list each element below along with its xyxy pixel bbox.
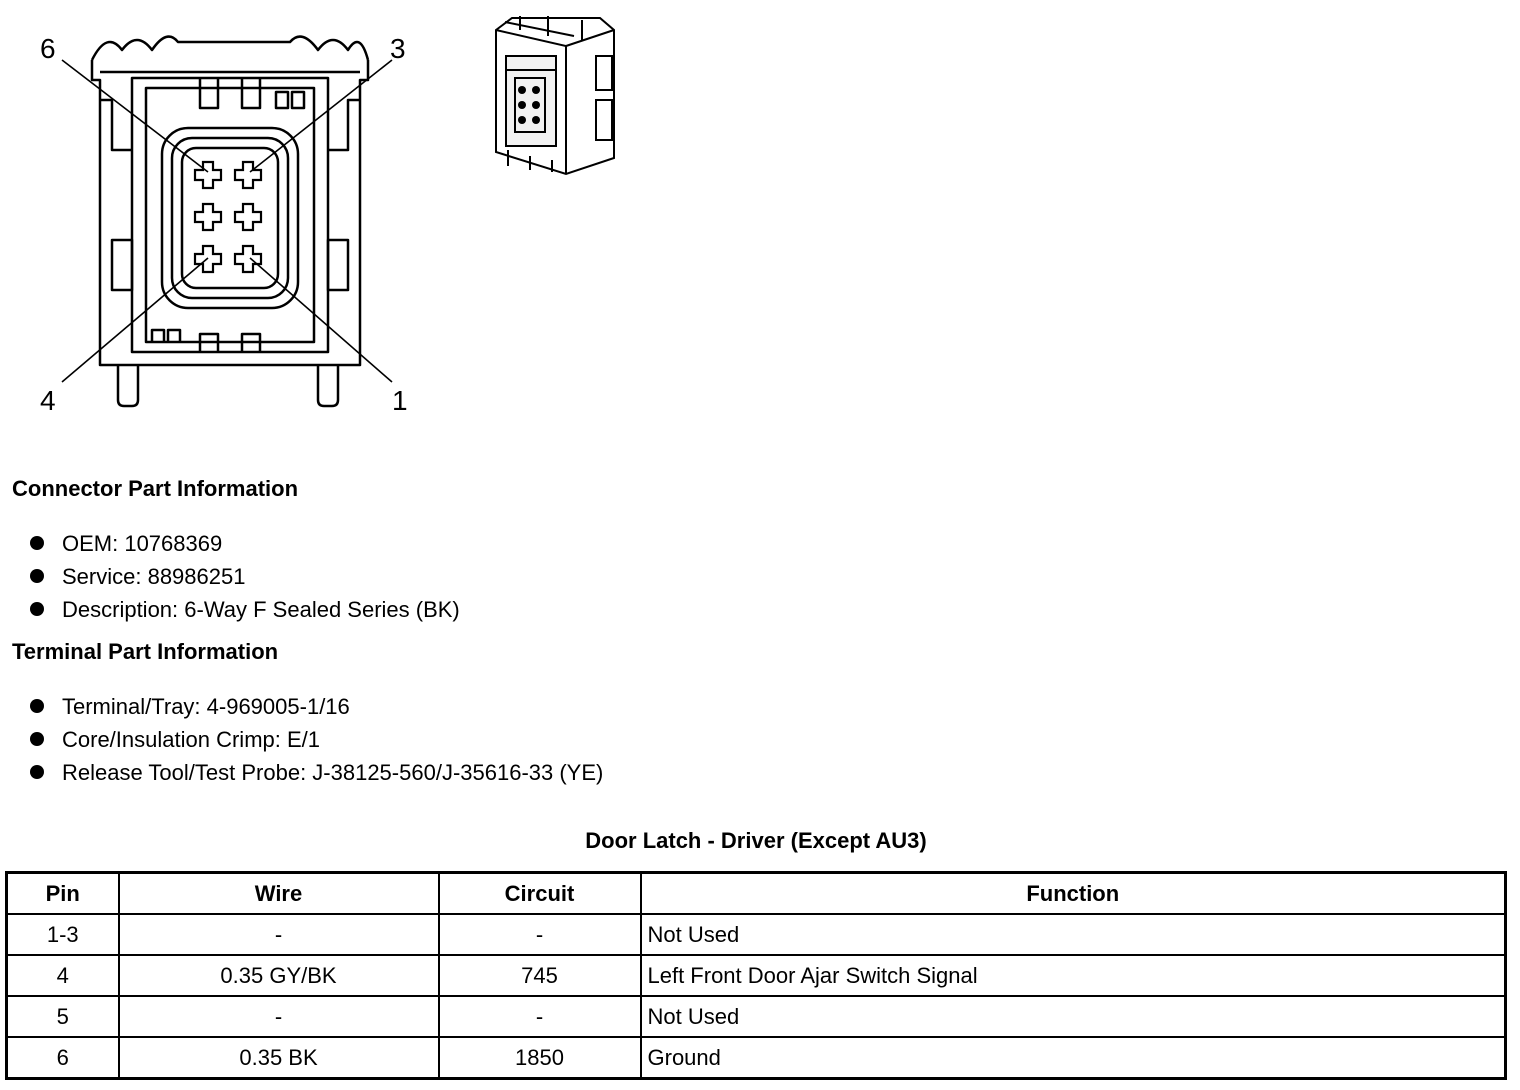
leader-line-6 xyxy=(61,59,209,173)
wire-cell: 0.35 GY/BK xyxy=(117,954,440,997)
terminal-part-info-list: Terminal/Tray: 4-969005-1/16 Core/Insula… xyxy=(28,690,603,789)
list-item: OEM: 10768369 xyxy=(28,527,460,560)
list-item-text: OEM: 10768369 xyxy=(62,531,223,556)
list-item-text: Release Tool/Test Probe: J-38125-560/J-3… xyxy=(62,760,604,785)
bullet-icon xyxy=(30,732,44,746)
pin-cell: 4 xyxy=(5,954,120,997)
leader-line-1 xyxy=(249,257,393,383)
table-row: 5 - - Not Used xyxy=(5,995,1507,1038)
function-cell: Not Used xyxy=(639,995,1507,1038)
pin-callout-1: 1 xyxy=(392,385,408,416)
connector-part-info-heading: Connector Part Information xyxy=(12,476,299,501)
list-item: Description: 6-Way F Sealed Series (BK) xyxy=(28,593,460,626)
list-item: Service: 88986251 xyxy=(28,560,460,593)
pin-callout-6: 6 xyxy=(40,33,56,64)
pin-callout-4: 4 xyxy=(40,385,56,416)
cavity-1 xyxy=(233,244,263,274)
function-cell: Not Used xyxy=(639,913,1507,956)
cavity-5 xyxy=(193,202,223,232)
table-row: 6 0.35 BK 1850 Ground xyxy=(5,1036,1507,1080)
wire-cell: - xyxy=(117,913,440,956)
list-item-text: Service: 88986251 xyxy=(62,564,246,589)
list-item-text: Terminal/Tray: 4-969005-1/16 xyxy=(62,694,350,719)
list-item-text: Core/Insulation Crimp: E/1 xyxy=(62,727,320,752)
column-header-pin: Pin xyxy=(5,871,120,915)
list-item-text: Description: 6-Way F Sealed Series (BK) xyxy=(62,597,460,622)
function-cell: Left Front Door Ajar Switch Signal xyxy=(639,954,1507,997)
column-header-circuit: Circuit xyxy=(437,871,642,915)
bullet-icon xyxy=(30,536,44,550)
pinout-table-title: Door Latch - Driver (Except AU3) xyxy=(585,828,927,853)
pin-callout-3: 3 xyxy=(390,33,406,64)
table-row: 1-3 - - Not Used xyxy=(5,913,1507,956)
pin-cell: 5 xyxy=(5,995,120,1038)
leader-line-3 xyxy=(249,59,393,173)
circuit-cell: - xyxy=(437,995,642,1038)
terminal-part-info-heading: Terminal Part Information xyxy=(12,639,279,664)
column-header-function: Function xyxy=(639,871,1507,915)
circuit-cell: - xyxy=(437,913,642,956)
table-header-row: Pin Wire Circuit Function xyxy=(5,871,1507,915)
pin-cell: 1-3 xyxy=(5,913,120,956)
leader-line-4 xyxy=(61,257,209,383)
table-row: 4 0.35 GY/BK 745 Left Front Door Ajar Sw… xyxy=(5,954,1507,997)
bullet-icon xyxy=(30,699,44,713)
bullet-icon xyxy=(30,569,44,583)
list-item: Release Tool/Test Probe: J-38125-560/J-3… xyxy=(28,756,603,789)
wire-cell: 0.35 BK xyxy=(117,1036,440,1080)
cavity-6 xyxy=(193,160,223,190)
pin-cell: 6 xyxy=(5,1036,120,1080)
function-cell: Ground xyxy=(639,1036,1507,1080)
circuit-cell: 1850 xyxy=(437,1036,642,1080)
connector-diagram: 6 3 4 1 xyxy=(40,16,615,416)
cavity-2 xyxy=(233,202,263,232)
wire-cell: - xyxy=(117,995,440,1038)
column-header-wire: Wire xyxy=(117,871,440,915)
bullet-icon xyxy=(30,602,44,616)
connector-3d-view-illustration xyxy=(495,16,615,176)
pinout-table: Pin Wire Circuit Function 1-3 - - Not Us… xyxy=(5,871,1507,1080)
list-item: Core/Insulation Crimp: E/1 xyxy=(28,723,603,756)
list-item: Terminal/Tray: 4-969005-1/16 xyxy=(28,690,603,723)
bullet-icon xyxy=(30,765,44,779)
connector-part-info-list: OEM: 10768369 Service: 88986251 Descript… xyxy=(28,527,460,626)
circuit-cell: 745 xyxy=(437,954,642,997)
